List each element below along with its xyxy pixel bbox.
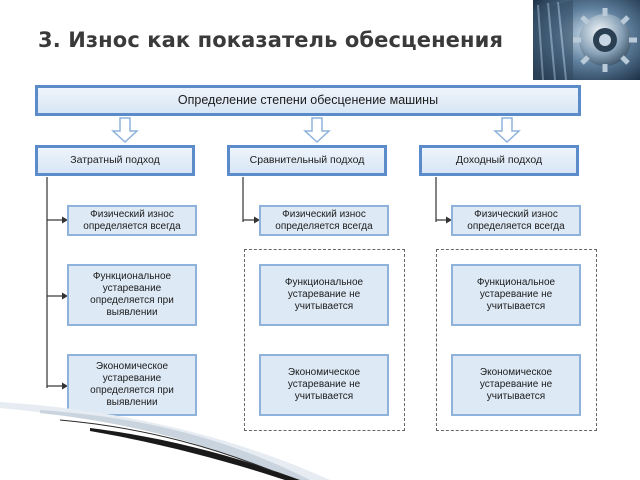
slide-title: 3. Износ как показатель обесценения xyxy=(38,28,504,52)
economic-obsolescence-label: Экономическое устаревание определяется п… xyxy=(90,361,174,408)
functional-obsolescence-box: Функциональное устаревание определяется … xyxy=(67,264,197,326)
down-arrow-icon xyxy=(303,117,331,144)
income-approach-header: Доходный подход xyxy=(419,145,579,176)
decorative-swoosh xyxy=(0,402,330,480)
physical-wear-box: Физический износ определяется всегда xyxy=(259,205,389,236)
functional-obsolescence-label: Функциональное устаревание не учитываетс… xyxy=(476,277,556,312)
physical-wear-label: Физический износ определяется всегда xyxy=(275,208,373,232)
cost-approach-label: Затратный подход xyxy=(70,154,160,167)
not-considered-frame xyxy=(436,249,597,431)
down-arrow-icon xyxy=(493,117,521,144)
functional-obsolescence-box: Функциональное устаревание не учитываетс… xyxy=(259,264,389,326)
income-approach-label: Доходный подход xyxy=(455,154,543,167)
economic-obsolescence-label: Экономическое устаревание не учитывается xyxy=(287,367,361,402)
comparative-approach-label: Сравнительный подход xyxy=(249,154,365,167)
comparative-approach-header: Сравнительный подход xyxy=(227,145,387,176)
economic-obsolescence-box: Экономическое устаревание определяется п… xyxy=(67,354,197,416)
physical-wear-box: Физический износ определяется всегда xyxy=(451,205,581,236)
physical-wear-box: Физический износ определяется всегда xyxy=(67,205,197,236)
functional-obsolescence-label: Функциональное устаревание определяется … xyxy=(90,271,174,318)
physical-wear-label: Физический износ определяется всегда xyxy=(467,208,565,232)
cost-approach-header: Затратный подход xyxy=(35,145,195,176)
functional-obsolescence-box: Функциональное устаревание не учитываетс… xyxy=(451,264,581,326)
functional-obsolescence-label: Функциональное устаревание не учитываетс… xyxy=(284,277,364,312)
main-goal-box: Определение степени обесценение машины xyxy=(35,85,581,116)
gear-machinery-photo xyxy=(533,0,640,80)
economic-obsolescence-box: Экономическое устаревание не учитывается xyxy=(259,354,389,416)
physical-wear-label: Физический износ определяется всегда xyxy=(83,208,181,232)
main-goal-label: Определение степени обесценение машины xyxy=(177,93,439,107)
down-arrow-icon xyxy=(111,117,139,144)
economic-obsolescence-box: Экономическое устаревание не учитывается xyxy=(451,354,581,416)
not-considered-frame xyxy=(244,249,405,431)
economic-obsolescence-label: Экономическое устаревание не учитывается xyxy=(479,367,553,402)
